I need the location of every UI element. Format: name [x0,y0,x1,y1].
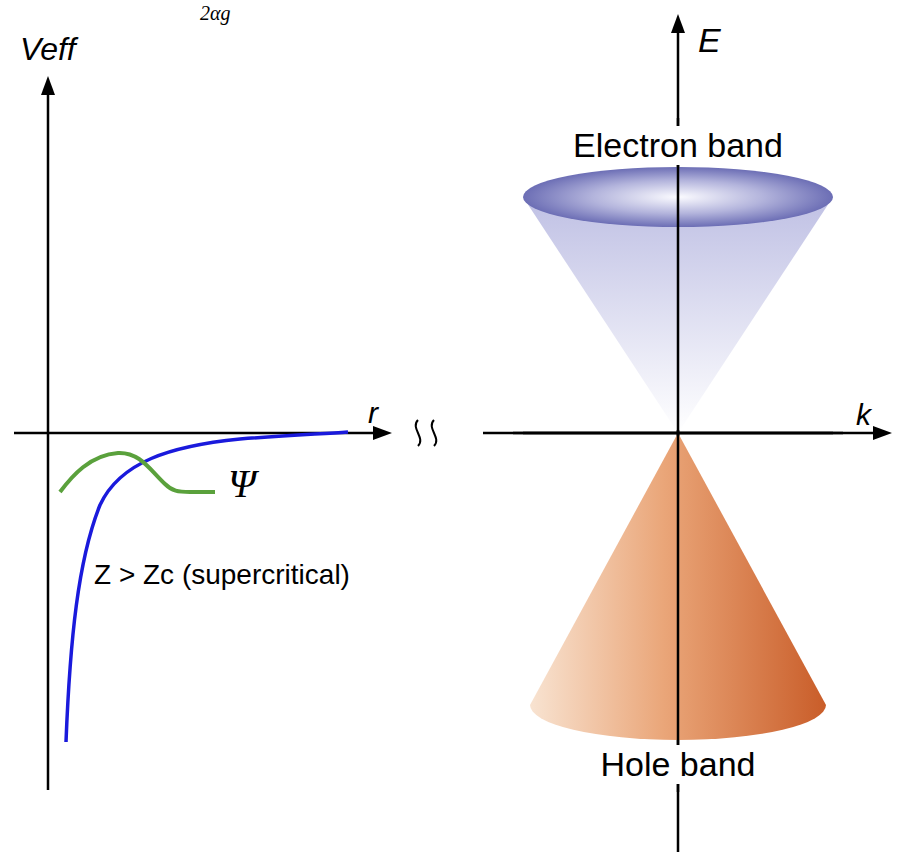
label-anchor: 2αg [200,2,231,24]
label-anchor: E [698,22,721,59]
formula-fragment: 2αg [200,2,231,24]
regime-note: Z > Zc (supercritical) [94,559,350,590]
label-anchor: Veff [20,32,76,67]
axis-arrowhead [671,14,685,33]
cone-outline [523,430,833,792]
axis-label: E [698,21,721,59]
axis-arrowhead [41,76,55,95]
electron-band-cone: Electron band [513,118,843,436]
axis-break-squiggle [416,420,421,446]
band-label: Electron band [569,126,787,165]
cone-outline [513,118,843,436]
energy-axis-segment [677,430,680,792]
hole-band-cone: Hole band [523,430,833,792]
label-anchor: k [856,398,871,431]
momentum-axis [483,432,878,435]
label-anchor: r [368,396,378,429]
axis-label: Veff [20,31,76,67]
axis-arrowhead [873,426,892,440]
potential-axis [47,90,50,790]
momentum-axis-segment [513,432,843,435]
wavefunction-label: Ψ [228,461,256,506]
axis-label: r [368,396,378,429]
wavefunction-curve [60,453,215,492]
label-anchor: Ψ [228,462,256,506]
band-label: Hole band [596,745,759,784]
axis-break-squiggle [432,420,437,446]
axis-label: k [856,398,871,431]
momentum-axis-segment [523,432,833,435]
energy-axis-segment [677,118,680,436]
label-anchor: Z > Zc (supercritical) [94,560,350,591]
